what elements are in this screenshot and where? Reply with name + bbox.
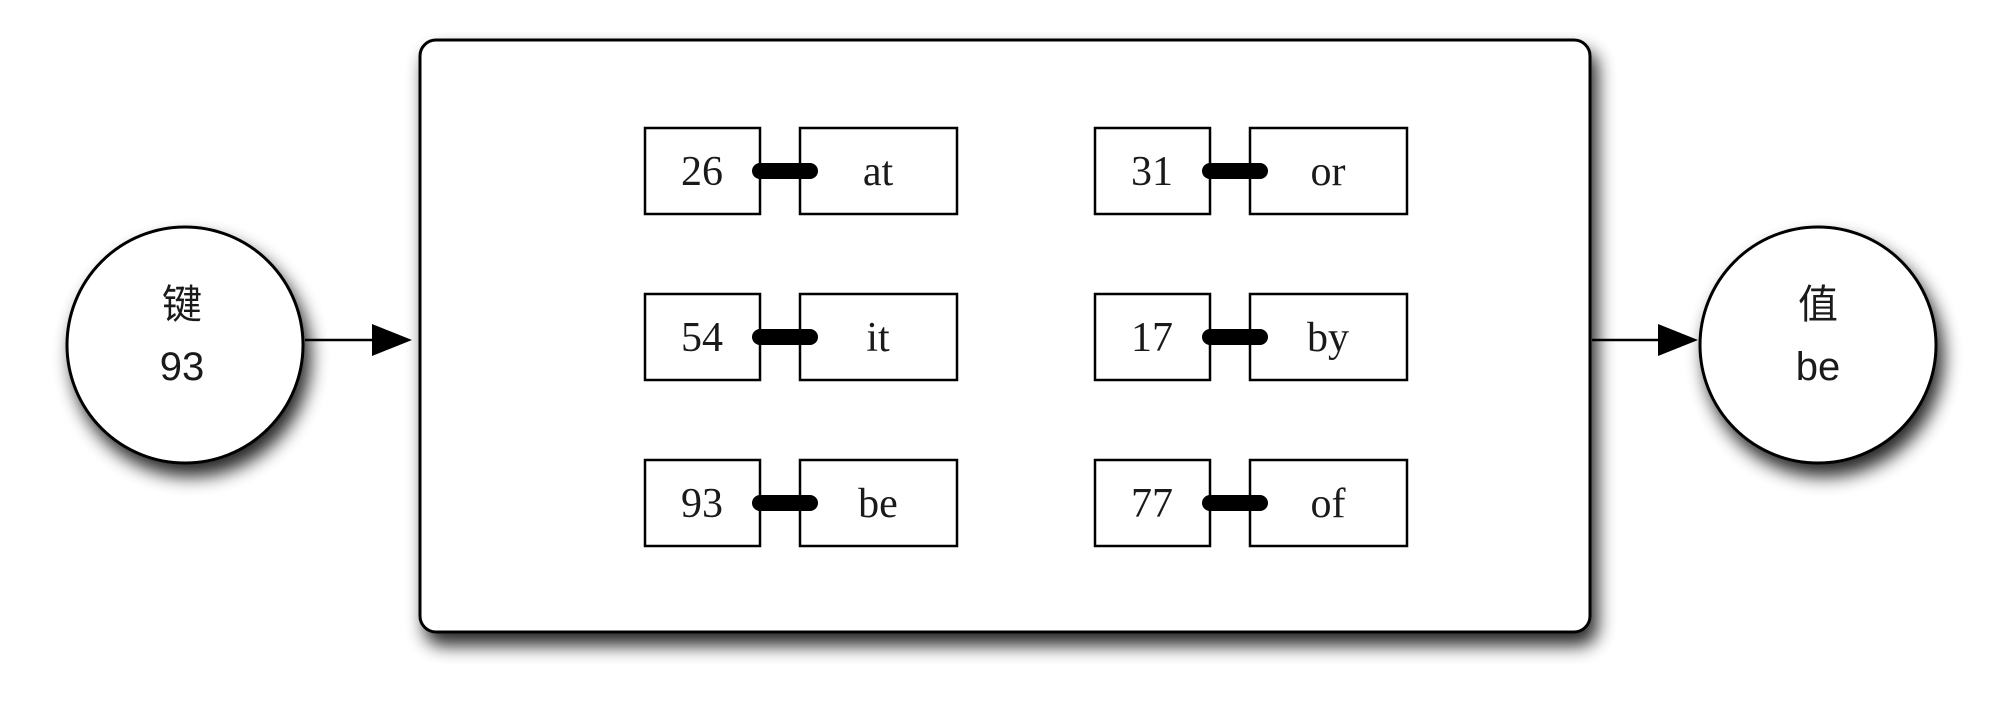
- pair-row: 26 at: [643, 126, 959, 216]
- pair-value: or: [1311, 149, 1346, 195]
- pair-value: it: [866, 315, 890, 361]
- pair-value: be: [858, 481, 898, 527]
- pair-row: 31 or: [1093, 126, 1409, 216]
- pair-value: by: [1307, 315, 1349, 361]
- pair-key: 54: [681, 315, 723, 361]
- pair-key: 93: [681, 481, 723, 527]
- pair-value: of: [1311, 481, 1346, 527]
- arrow-in: [305, 324, 412, 356]
- value-node-label: 值: [1798, 283, 1838, 327]
- arrow-out: [1592, 324, 1698, 356]
- pair-key: 77: [1131, 481, 1173, 527]
- key-node-value: 93: [160, 345, 205, 389]
- value-node: 值 be: [1698, 225, 1938, 465]
- pair-key: 26: [681, 149, 723, 195]
- pair-key: 31: [1131, 149, 1173, 195]
- value-node-value: be: [1796, 345, 1841, 389]
- key-node-label: 键: [162, 283, 202, 327]
- pair-row: 54 it: [643, 292, 959, 382]
- pair-row: 93 be: [643, 458, 959, 548]
- symbol-table-box: [418, 38, 1592, 634]
- pair-row: 17 by: [1093, 292, 1409, 382]
- key-node: 键 93: [65, 225, 305, 465]
- pair-row: 77 of: [1093, 458, 1409, 548]
- pair-key: 17: [1131, 315, 1173, 361]
- pair-value: at: [863, 149, 894, 195]
